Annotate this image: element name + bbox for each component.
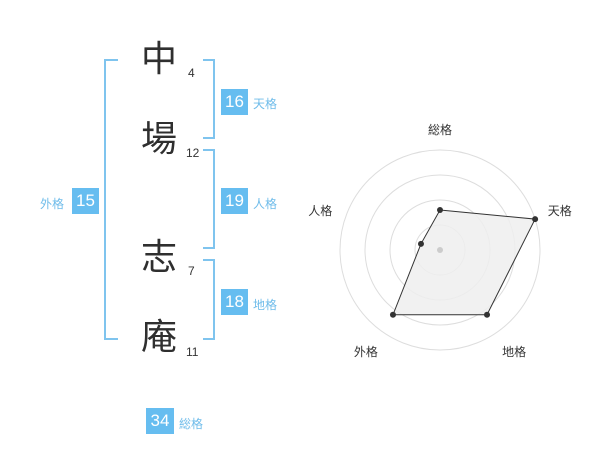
gaikaku-value: 15 bbox=[72, 188, 99, 214]
radar-ring-4 bbox=[339, 149, 541, 351]
radar-point-外格 bbox=[389, 311, 396, 318]
jinkaku-label: 人格 bbox=[253, 197, 278, 211]
chikaku-value: 18 bbox=[221, 289, 248, 315]
radar-point-人格 bbox=[417, 240, 424, 247]
radar-axis-label: 人格 bbox=[308, 203, 332, 218]
chikaku-label: 地格 bbox=[253, 298, 278, 312]
chikaku-bracket bbox=[203, 259, 215, 340]
radar-center-dot bbox=[437, 247, 443, 253]
soukaku-value: 34 bbox=[146, 408, 174, 434]
stroke-count-1: 4 bbox=[188, 66, 195, 80]
soukaku-label: 総格 bbox=[179, 417, 204, 431]
radar-axis-label: 天格 bbox=[548, 203, 572, 218]
tenkaku-bracket bbox=[203, 59, 215, 139]
tenkaku-label: 天格 bbox=[253, 97, 278, 111]
radar-series-polygon bbox=[392, 209, 536, 316]
stroke-count-4: 11 bbox=[186, 345, 199, 359]
gaikaku-label: 外格 bbox=[40, 197, 65, 211]
radar-point-天格 bbox=[532, 216, 539, 223]
name-char-1: 中 bbox=[141, 39, 178, 80]
stroke-count-3: 7 bbox=[188, 264, 195, 278]
radar-axis-label: 総格 bbox=[428, 122, 452, 137]
name-char-3: 志 bbox=[141, 237, 178, 278]
radar-axis-label: 外格 bbox=[354, 344, 378, 359]
jinkaku-value: 19 bbox=[221, 188, 248, 214]
radar-point-総格 bbox=[437, 207, 443, 213]
jinkaku-bracket bbox=[203, 149, 215, 249]
radar-point-地格 bbox=[484, 311, 491, 318]
radar-axis-label: 地格 bbox=[502, 344, 526, 359]
name-char-2: 場 bbox=[141, 119, 178, 160]
gaikaku-bracket bbox=[104, 59, 118, 340]
stroke-count-2: 12 bbox=[186, 146, 200, 160]
tenkaku-value: 16 bbox=[221, 89, 248, 115]
name-char-4: 庵 bbox=[141, 317, 178, 358]
